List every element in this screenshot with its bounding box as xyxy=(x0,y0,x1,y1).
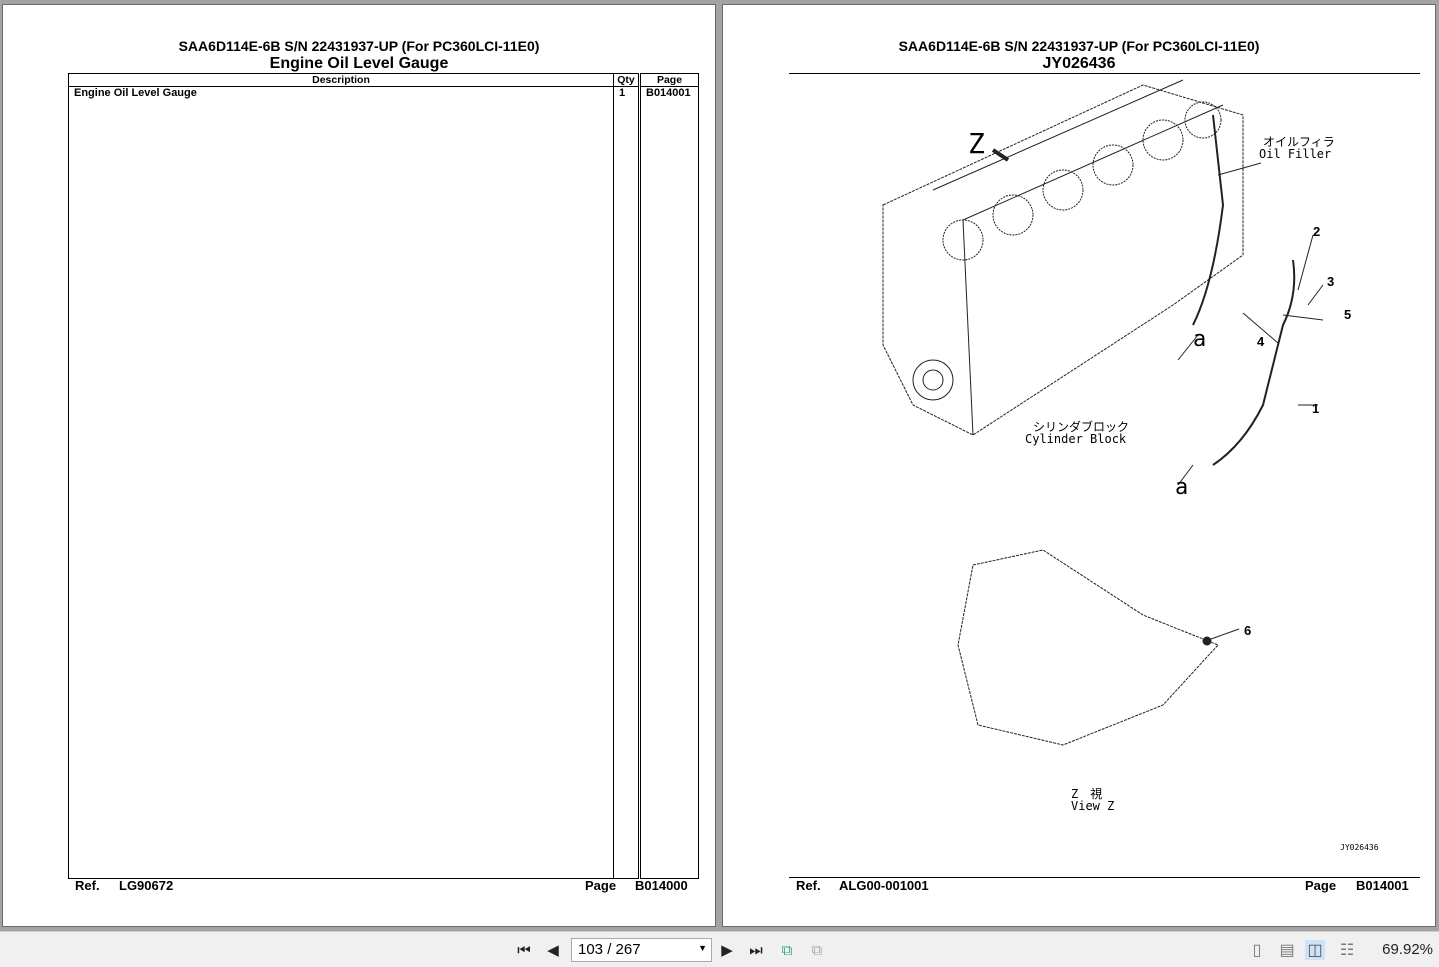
callout-3: 3 xyxy=(1327,274,1335,289)
divider xyxy=(789,877,1420,878)
callout-4: 4 xyxy=(1257,334,1265,349)
back-view-icon[interactable]: ⧉ xyxy=(781,941,793,959)
single-page-icon[interactable]: ▯ xyxy=(1252,942,1262,959)
table-row[interactable]: Engine Oil Level Gauge 1 B014001 xyxy=(68,86,699,879)
label-oil-filler: Oil Filler xyxy=(1259,147,1332,161)
engine-diagram xyxy=(882,79,1324,746)
page-value: 103 / 267 xyxy=(578,941,641,958)
ref-label: Ref. xyxy=(75,878,100,893)
page-selector[interactable]: 103 / 267 ▼ xyxy=(571,938,712,962)
drawing-code: JY026436 xyxy=(1340,843,1379,852)
page-value: B014000 xyxy=(635,878,688,893)
page-value: B014001 xyxy=(1356,878,1409,893)
callout-2: 2 xyxy=(1313,224,1321,239)
right-page: SAA6D114E-6B S/N 22431937-UP (For PC360L… xyxy=(722,4,1436,927)
callout-1: 1 xyxy=(1312,401,1320,416)
page-title: Engine Oil Level Gauge xyxy=(269,55,449,72)
model-heading: SAA6D114E-6B S/N 22431937-UP (For PC360L… xyxy=(178,38,540,54)
callout-6: 6 xyxy=(1244,623,1252,638)
col-page: Page xyxy=(638,73,699,87)
first-page-icon[interactable]: ⏮ xyxy=(517,941,531,959)
zoom-level[interactable]: 69.92% xyxy=(1382,941,1433,958)
model-heading: SAA6D114E-6B S/N 22431937-UP (For PC360L… xyxy=(898,38,1260,54)
continuous-icon[interactable]: ▤ xyxy=(1279,942,1295,959)
label-oil-filler-jp: オイルフィラ xyxy=(1263,135,1335,149)
label-cylinder-block-jp: シリンダブロック xyxy=(1033,420,1130,434)
ref-value: LG90672 xyxy=(119,878,174,893)
left-page: SAA6D114E-6B S/N 22431937-UP (For PC360L… xyxy=(2,4,716,927)
label-a: a xyxy=(1193,327,1207,352)
chevron-down-icon: ▼ xyxy=(698,943,707,953)
col-qty: Qty xyxy=(613,73,640,87)
next-page-icon[interactable]: ▶ xyxy=(721,942,733,959)
viewer-toolbar: ⏮ ◀ 103 / 267 ▼ ▶ ⏭ ⧉ ⧉ ▯ ▤ ◫ ☷ 69.92% xyxy=(0,931,1439,967)
cell-description: Engine Oil Level Gauge xyxy=(68,86,614,879)
parts-table: Description Qty Page Engine Oil Level Ga… xyxy=(68,73,699,879)
page-label: Page xyxy=(1305,878,1337,893)
label-view-z: View Z xyxy=(1071,799,1115,813)
label-a: a xyxy=(1175,475,1189,500)
facing-icon[interactable]: ◫ xyxy=(1305,940,1325,960)
label-view-z-jp: Z 視 xyxy=(1071,787,1103,801)
prev-page-icon[interactable]: ◀ xyxy=(547,942,559,959)
callout-5: 5 xyxy=(1344,307,1352,322)
last-page-icon[interactable]: ⏭ xyxy=(749,941,763,959)
page-label: Page xyxy=(585,878,617,893)
col-description: Description xyxy=(68,73,614,87)
figure-id: JY026436 xyxy=(1042,55,1116,72)
ref-label: Ref. xyxy=(796,878,821,893)
cell-page[interactable]: B014001 xyxy=(638,86,699,879)
ref-value: ALG00-001001 xyxy=(839,878,929,893)
continuous-facing-icon[interactable]: ☷ xyxy=(1339,942,1355,959)
cell-qty: 1 xyxy=(613,86,640,879)
label-z: Z xyxy=(968,127,985,160)
forward-view-icon[interactable]: ⧉ xyxy=(811,941,823,959)
divider xyxy=(789,73,1420,74)
label-cylinder-block: Cylinder Block xyxy=(1025,432,1127,446)
